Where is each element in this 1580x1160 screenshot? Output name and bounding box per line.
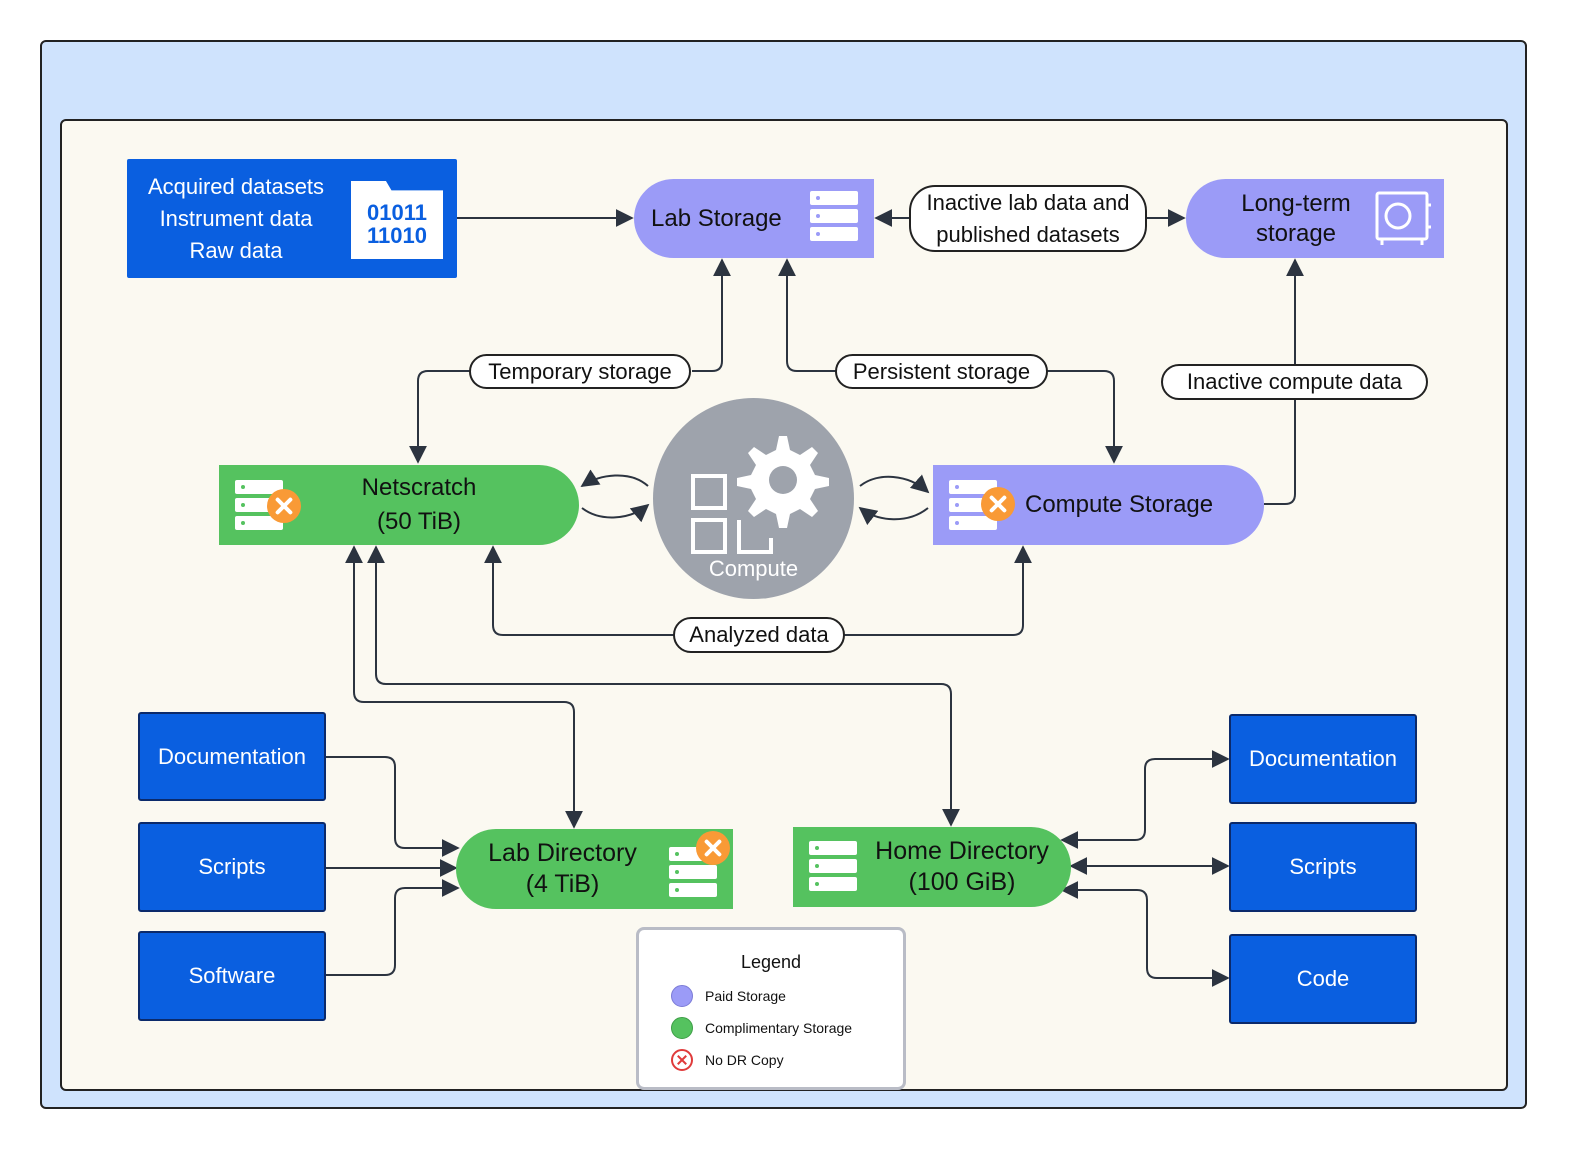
cycle-compute-top bbox=[859, 474, 930, 494]
legend-item-complimentary: Complimentary Storage bbox=[671, 1017, 852, 1039]
cycle-netscratch-top bbox=[580, 469, 649, 487]
binary-file-icon: 01011 11010 bbox=[351, 181, 443, 259]
persistent-storage-label: Persistent storage bbox=[835, 354, 1048, 389]
lab-storage-label: Lab Storage bbox=[651, 204, 782, 232]
arrow-analyzed-to-compute bbox=[844, 545, 1032, 636]
left-documentation-box: Documentation bbox=[138, 712, 326, 801]
no-dr-icon bbox=[696, 831, 730, 865]
arrow-lab-dir-netscratch bbox=[345, 545, 583, 829]
netscratch-node: Netscratch (50 TiB) bbox=[219, 465, 579, 545]
server-icon bbox=[810, 191, 858, 241]
compute-label: Compute bbox=[708, 556, 799, 581]
analyzed-data-label: Analyzed data bbox=[673, 617, 845, 653]
arrow-doc-to-lab-dir bbox=[326, 756, 460, 857]
left-software-box: Software bbox=[138, 931, 326, 1021]
acquired-line-2: Instrument data bbox=[159, 205, 313, 231]
lab-storage-node: Lab Storage bbox=[634, 179, 874, 258]
paid-swatch bbox=[671, 985, 693, 1007]
compute-icon bbox=[691, 436, 829, 554]
left-scripts-box: Scripts bbox=[138, 822, 326, 912]
arrow-home-code bbox=[1060, 881, 1230, 987]
no-dr-icon bbox=[267, 489, 301, 523]
legend: Legend Paid Storage Complimentary Storag… bbox=[636, 927, 906, 1090]
no-dr-icon bbox=[981, 487, 1015, 521]
arrow-home-dir-netscratch bbox=[367, 545, 960, 827]
legend-title: Legend bbox=[740, 952, 802, 972]
compute-storage-label: Compute Storage bbox=[1025, 491, 1214, 518]
acquired-line-1: Acquired datasets bbox=[147, 173, 325, 199]
arrow-temp-to-lab bbox=[692, 258, 731, 372]
line-compute-storage-to-inactive bbox=[1264, 400, 1296, 505]
arrow-persistent-to-lab bbox=[778, 258, 836, 372]
home-directory-node: Home Directory (100 GiB) bbox=[793, 827, 1071, 907]
cycle-netscratch-bottom bbox=[581, 503, 650, 523]
no-dr-legend-icon bbox=[671, 1049, 693, 1071]
legend-item-no-dr: No DR Copy bbox=[671, 1049, 784, 1071]
right-scripts-box: Scripts bbox=[1229, 822, 1417, 912]
arrow-persistent-to-compute bbox=[1047, 370, 1123, 464]
arrow-analyzed-to-netscratch bbox=[484, 545, 674, 636]
arrow-temp-to-netscratch bbox=[409, 370, 470, 464]
safe-icon bbox=[1374, 189, 1432, 247]
right-documentation-box: Documentation bbox=[1229, 714, 1417, 804]
legend-item-paid: Paid Storage bbox=[671, 985, 786, 1007]
arrow-home-doc bbox=[1060, 750, 1230, 849]
server-icon bbox=[235, 480, 283, 530]
compute-node: Compute bbox=[653, 398, 854, 599]
acquired-data-box: Acquired datasets Instrument data Raw da… bbox=[127, 159, 457, 278]
acquired-line-3: Raw data bbox=[189, 237, 283, 263]
lab-directory-node: Lab Directory (4 TiB) bbox=[456, 829, 733, 909]
cycle-compute-bottom bbox=[858, 506, 929, 526]
inactive-compute-label: Inactive compute data bbox=[1161, 364, 1428, 400]
complimentary-swatch bbox=[671, 1017, 693, 1039]
temporary-storage-label: Temporary storage bbox=[469, 354, 691, 389]
compute-storage-node: Compute Storage bbox=[933, 465, 1264, 545]
long-term-storage-node: Long-term storage bbox=[1186, 179, 1444, 258]
arrow-software-to-lab-dir bbox=[326, 879, 460, 976]
inactive-lab-data-label: Inactive lab data and published datasets bbox=[909, 185, 1147, 252]
right-code-box: Code bbox=[1229, 934, 1417, 1024]
server-icon bbox=[809, 841, 857, 891]
